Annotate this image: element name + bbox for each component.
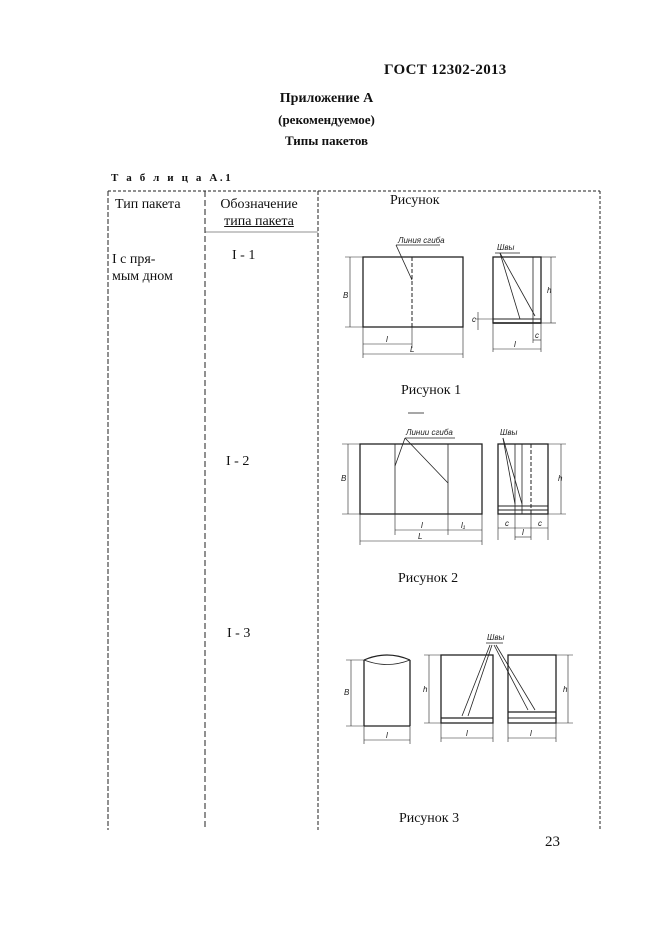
table-title: Т а б л и ц а А.1 — [111, 172, 234, 184]
standard-number: ГОСТ 12302-2013 — [384, 62, 507, 78]
label-fold-line: Линия сгиба — [397, 236, 445, 245]
figure-2-drawing — [342, 437, 566, 545]
label-seams-3: Швы — [487, 633, 505, 642]
label-c-2: c — [505, 519, 509, 528]
designation-3: I - 3 — [227, 626, 251, 641]
label-c-2b: c — [538, 519, 542, 528]
label-h-2: h — [558, 474, 563, 483]
label-fold-lines: Линии сгиба — [405, 428, 453, 437]
label-l-1: l — [386, 335, 388, 344]
bag-type-cell: I с пря- мым дном — [112, 251, 192, 285]
figure-1-drawing — [345, 244, 556, 358]
label-B-3: B — [344, 688, 350, 697]
column-header-designation-line2: типа пакета — [224, 214, 294, 229]
label-l-3c: l — [530, 729, 532, 738]
label-h-1: h — [547, 286, 552, 295]
appendix-note: (рекомендуемое) — [278, 112, 375, 127]
label-B-1: B — [343, 291, 349, 300]
label-seams-2: Швы — [500, 428, 518, 437]
label-h-3b: h — [563, 685, 568, 694]
appendix-title: Приложение А — [279, 91, 374, 106]
column-header-designation: Обозначение типа пакета — [211, 196, 307, 230]
label-c-1: c — [535, 331, 539, 340]
label-l-2: l — [421, 521, 423, 530]
label-L-2: L — [418, 532, 422, 541]
bag-type-line1: I с пря- — [112, 252, 156, 267]
label-l-3b: l — [466, 729, 468, 738]
page-number: 23 — [545, 834, 560, 850]
column-header-designation-line1: Обозначение — [220, 197, 298, 212]
label-c-1b: c — [472, 315, 476, 324]
label-L-1: L — [410, 345, 414, 354]
label-l-1b: l — [514, 340, 516, 349]
bag-type-line2: мым дном — [112, 269, 173, 284]
figure-caption-2: Рисунок 2 — [398, 571, 459, 586]
label-B-2: B — [341, 474, 347, 483]
column-header-type: Тип пакета — [115, 197, 181, 212]
label-l-2b: l — [522, 528, 524, 537]
column-header-figure: Рисунок — [390, 193, 440, 208]
figure-caption-1: Рисунок 1 — [401, 383, 462, 398]
designation-2: I - 2 — [226, 454, 250, 469]
label-l-3a: l — [386, 731, 388, 740]
designation-1: I - 1 — [232, 248, 256, 263]
figure-3-drawing — [346, 642, 573, 744]
appendix-subject: Типы пакетов — [284, 133, 369, 148]
label-seams-1: Швы — [497, 243, 515, 252]
label-l1-2: l₁ — [461, 521, 466, 530]
label-h-3a: h — [423, 685, 428, 694]
figure-caption-3: Рисунок 3 — [399, 811, 460, 826]
